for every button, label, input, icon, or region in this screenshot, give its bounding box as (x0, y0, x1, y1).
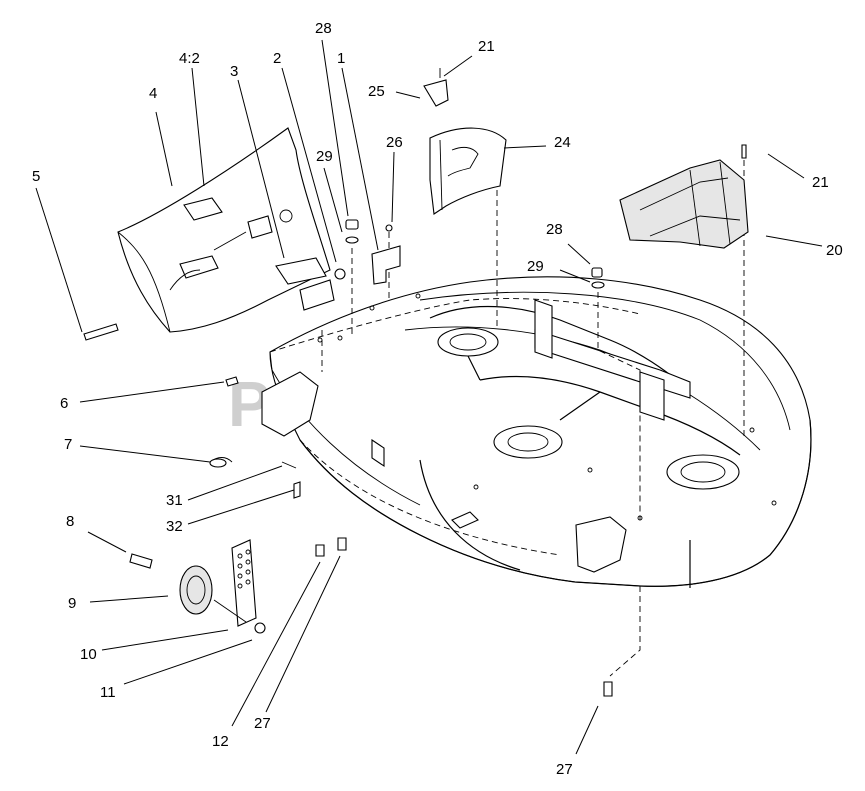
callout-6: 6 (60, 395, 68, 412)
adjuster-holes (237, 549, 251, 589)
callout-2: 2 (273, 50, 281, 67)
bolt-27-left (337, 537, 347, 551)
callout-7: 7 (64, 436, 72, 453)
leader-lines (35, 39, 823, 755)
deck-bracket-left (371, 438, 385, 468)
callout-24: 24 (554, 134, 571, 151)
bracket-6 (261, 371, 319, 437)
spindle-opening-left (437, 327, 499, 357)
callout-27-left: 27 (254, 715, 271, 732)
callout-32: 32 (166, 518, 183, 535)
gauge-wheel-assembly (129, 371, 613, 697)
bracket-25 (423, 79, 449, 107)
callout-10: 10 (80, 646, 97, 663)
discharge-chute-20 (619, 144, 749, 249)
deck-housing (269, 276, 812, 588)
locknut-28-right (591, 267, 603, 278)
hardware-stack-right (591, 267, 605, 289)
callout-labels: 28 1 2 3 4:2 4 29 26 5 21 25 24 21 20 28… (32, 20, 843, 778)
bolt-5 (83, 323, 119, 341)
callout-28-top: 28 (315, 20, 332, 37)
callout-21-top: 21 (478, 38, 495, 55)
callout-4-2: 4:2 (179, 50, 200, 67)
washer-29 (345, 236, 359, 244)
height-adjuster-plate (231, 539, 257, 627)
baffle-bracket-4-2 (183, 197, 223, 221)
callout-1: 1 (337, 50, 345, 67)
washer-29-right (591, 281, 605, 289)
bracket-1 (371, 245, 401, 285)
deck-bracket-front (451, 511, 479, 529)
callout-28-right: 28 (546, 221, 563, 238)
spindle-opening-center (493, 425, 563, 459)
bolt-12 (315, 544, 325, 557)
baffle-bracket-3 (275, 257, 327, 285)
assembly-lines (269, 150, 745, 677)
nut-11 (254, 622, 266, 634)
callout-9: 9 (68, 595, 76, 612)
front-baffle-shield (83, 127, 346, 341)
callout-8: 8 (66, 513, 74, 530)
screw-32 (293, 481, 301, 499)
callout-26: 26 (386, 134, 403, 151)
bolt-8 (129, 553, 153, 569)
callout-25: 25 (368, 83, 385, 100)
callout-27-bottom: 27 (556, 761, 573, 778)
callout-21-right: 21 (812, 174, 829, 191)
callout-5: 5 (32, 168, 40, 185)
callout-11: 11 (100, 684, 116, 701)
callout-20: 20 (826, 242, 843, 259)
discharge-cover-24 (423, 68, 507, 215)
gauge-wheel-9 (179, 565, 213, 615)
callout-29-top: 29 (316, 148, 333, 165)
callout-29-right: 29 (527, 258, 544, 275)
discharge-mount (575, 516, 627, 573)
spindle-opening-right (666, 454, 740, 490)
nut-2 (334, 268, 346, 280)
clip-7 (209, 458, 227, 468)
locknut-28 (345, 219, 359, 230)
bolt-27-right (603, 681, 613, 697)
callout-12: 12 (212, 733, 229, 750)
callout-3: 3 (230, 63, 238, 80)
callout-31: 31 (166, 492, 183, 509)
hardware-stack-top (345, 219, 401, 285)
callout-4: 4 (149, 85, 157, 102)
bolt-26 (385, 224, 393, 232)
